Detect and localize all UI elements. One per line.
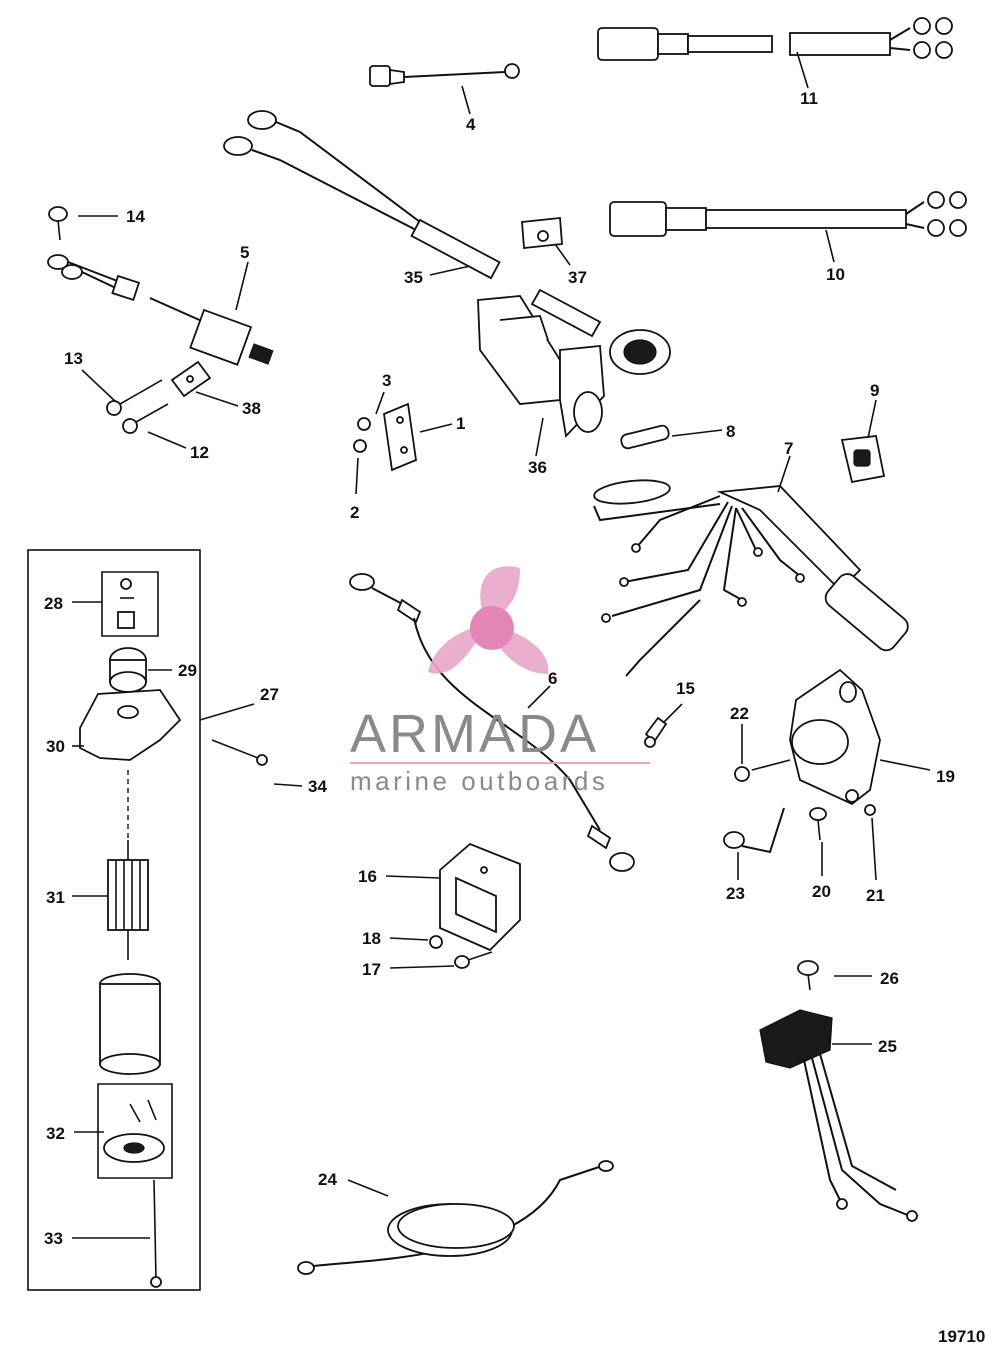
- starter-box: [27, 549, 201, 1291]
- armada-logo-icon: [428, 566, 549, 674]
- callout-22: 22: [730, 704, 749, 723]
- callout-4: 4: [466, 115, 476, 134]
- callout-36: 36: [528, 458, 547, 477]
- part-1-terminal-block: [383, 402, 417, 472]
- part-9-grommet: [840, 435, 886, 484]
- callout-23: 23: [726, 884, 745, 903]
- part-8-fuse: [620, 424, 670, 450]
- callout-35: 35: [404, 268, 423, 287]
- callout-1: 1: [456, 414, 465, 433]
- part-13-bolt: [106, 379, 163, 416]
- callout-34: 34: [308, 777, 327, 796]
- part-3-screw: [357, 417, 371, 431]
- part-31-armature: [107, 840, 149, 960]
- part-26-screw: [797, 960, 819, 991]
- callout-24: 24: [318, 1170, 337, 1189]
- part-30-end-head: [79, 689, 182, 761]
- callout-29: 29: [178, 661, 197, 680]
- part-25-switch: [759, 1009, 918, 1222]
- callout-19: 19: [936, 767, 955, 786]
- callout-10: 10: [826, 265, 845, 284]
- watermark-brand: ARMADA: [350, 704, 599, 764]
- part-4-strap: [369, 63, 520, 87]
- part-11-harness: [597, 17, 953, 61]
- callout-7: 7: [784, 439, 793, 458]
- callout-5: 5: [240, 243, 249, 262]
- callout-18: 18: [362, 929, 381, 948]
- frame-housing: [99, 973, 161, 1075]
- callout-20: 20: [812, 882, 831, 901]
- callout-6: 6: [548, 669, 557, 688]
- callout-13: 13: [64, 349, 83, 368]
- callout-27: 27: [260, 685, 279, 704]
- part-38-plate: [170, 360, 212, 398]
- part-23-lead: [723, 807, 785, 854]
- part-20-screw: [809, 807, 827, 841]
- callout-28: 28: [44, 594, 63, 613]
- callout-16: 16: [358, 867, 377, 886]
- part-36-bracket: [477, 295, 605, 438]
- figure-number: 19710: [938, 1327, 985, 1346]
- callout-9: 9: [870, 381, 879, 400]
- callout-3: 3: [382, 371, 391, 390]
- part-37-clip: [521, 217, 563, 249]
- part-7-wiring-harness: [593, 479, 909, 677]
- callout-14: 14: [126, 207, 145, 226]
- part-6-cable: [349, 573, 635, 872]
- part-17-screw: [454, 951, 493, 969]
- callout-38: 38: [242, 399, 261, 418]
- callout-12: 12: [190, 443, 209, 462]
- part-21-washer: [864, 804, 876, 816]
- callout-32: 32: [46, 1124, 65, 1143]
- callout-25: 25: [878, 1037, 897, 1056]
- callout-33: 33: [44, 1229, 63, 1248]
- part-32-end-plate: [103, 1099, 165, 1163]
- callout-8: 8: [726, 422, 735, 441]
- part-34-bolt: [211, 739, 268, 766]
- callout-21: 21: [866, 886, 885, 905]
- part-19-solenoid: [789, 668, 881, 806]
- part-15-terminal: [644, 716, 668, 748]
- part-35-cable: [223, 110, 671, 375]
- callout-37: 37: [568, 268, 587, 287]
- callout-26: 26: [880, 969, 899, 988]
- part-28-brush-kit: [117, 578, 135, 629]
- callout-30: 30: [46, 737, 65, 756]
- part-24-lead: [297, 1160, 614, 1275]
- part-33-through-bolt: [150, 1179, 162, 1288]
- part-29-end-cap: [109, 647, 147, 693]
- watermark-tagline: marine outboards: [350, 766, 608, 796]
- callout-2: 2: [350, 503, 359, 522]
- callout-15: 15: [676, 679, 695, 698]
- part-10-harness: [609, 191, 967, 237]
- watermark-rule: [350, 762, 650, 764]
- part-12-bolt: [122, 403, 169, 434]
- callout-11: 11: [800, 89, 818, 108]
- callout-31: 31: [46, 888, 65, 907]
- part-14-screw: [48, 206, 68, 241]
- part-5-switch: [47, 254, 274, 366]
- callout-17: 17: [362, 960, 381, 979]
- part-22-nut: [734, 759, 791, 782]
- part-16-rectifier: [439, 842, 521, 952]
- part-2-screw: [353, 439, 367, 453]
- part-18-washer: [429, 935, 443, 949]
